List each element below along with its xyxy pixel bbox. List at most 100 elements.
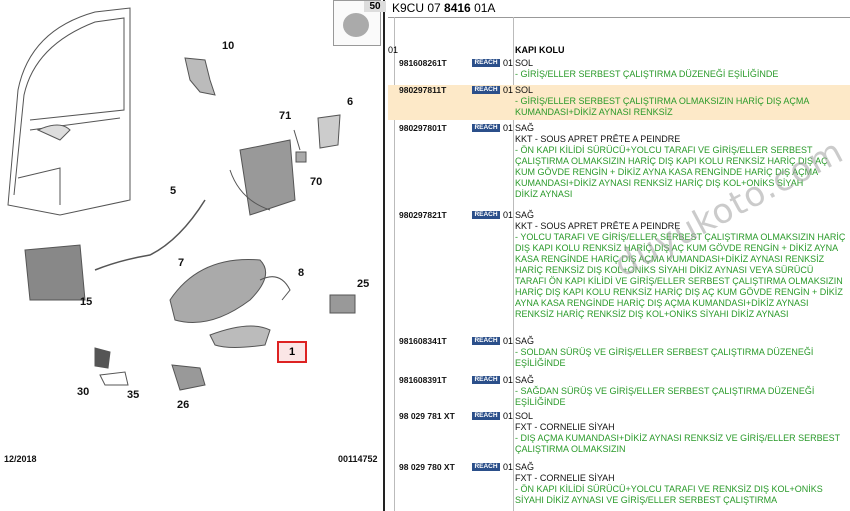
- part-number[interactable]: 98 029 780 XT: [399, 462, 455, 472]
- description-line: KASA RENGİNDE HARİÇ DIŞ AÇMA KUMANDASI+D…: [515, 254, 825, 264]
- callout-5[interactable]: 5: [170, 185, 177, 197]
- description-line: HARİÇ RENKSİZ DIŞ KOL+ONİKS SİYAHI DİKİZ…: [515, 265, 814, 275]
- quantity: 01: [503, 411, 514, 421]
- part-number[interactable]: 981608341T: [399, 336, 447, 346]
- thumb-number: 50: [364, 1, 386, 12]
- description-line: - ÖN KAPI KİLİDİ SÜRÜCÜ+YOLCU TARAFI VE …: [515, 484, 823, 494]
- reach-badge: REACH: [472, 59, 500, 67]
- reach-badge: REACH: [472, 412, 500, 420]
- callout-25[interactable]: 25: [357, 278, 370, 290]
- panel-header: 50 K9CU 07 8416 01A: [364, 0, 850, 18]
- quantity: 01: [503, 336, 514, 346]
- description-line: KUMANDASI+DİKİZ AYNASI RENKSİZ HARİÇ DIŞ…: [515, 178, 804, 188]
- description-line: RENKSİZ HARİÇ RENKSİZ DIŞ KOL+ONİKS SİYA…: [515, 309, 789, 319]
- reference-code: K9CU 07 8416 01A: [392, 1, 496, 15]
- part-number[interactable]: 981608391T: [399, 375, 447, 385]
- reach-badge: REACH: [472, 463, 500, 471]
- panel-divider: [383, 0, 385, 511]
- callout-70[interactable]: 70: [310, 176, 323, 188]
- callout-15[interactable]: 15: [80, 296, 93, 308]
- quantity: 01: [503, 210, 514, 220]
- level-row: 01 KAPI KOLU: [388, 45, 850, 56]
- callout-26[interactable]: 26: [177, 399, 190, 411]
- section-title: KAPI KOLU: [515, 45, 565, 55]
- description-line: KUMANDASI+DİKİZ AYNASI RENKSİZ: [515, 107, 673, 117]
- description-line: ÇALIŞTIRMA OLMAKSIZIN HARİÇ DIŞ KAPI KOL…: [515, 156, 828, 166]
- part-number[interactable]: 981608261T: [399, 58, 447, 68]
- parts-list-panel: 50 K9CU 07 8416 01A 01 KAPI KOLU 9816082…: [333, 0, 850, 511]
- description-line: EŞİLİĞİNDE: [515, 358, 566, 368]
- description-line: SİYAHI DİKİZ AYNASI VE GİRİŞ/ELLER SERBE…: [515, 495, 778, 505]
- description-line: ÇALIŞTIRMA OLMAKSIZIN: [515, 444, 626, 454]
- callout-7[interactable]: 7: [178, 257, 185, 269]
- description-line: SAĞ: [515, 123, 535, 133]
- description-line: SAĞ: [515, 336, 535, 346]
- part-number[interactable]: 980297801T: [399, 123, 447, 133]
- callout-1-highlighted[interactable]: 1: [277, 341, 307, 363]
- quantity: 01: [503, 85, 514, 95]
- reach-badge: REACH: [472, 376, 500, 384]
- quantity: 01: [503, 58, 514, 68]
- description-line: AYNA KASA RENGİNDE HARİÇ DIŞ AÇMA KUMAND…: [515, 298, 809, 308]
- part-number[interactable]: 980297811T: [399, 85, 447, 95]
- part-description: SAĞ- SOLDAN SÜRÜŞ VE GİRİŞ/ELLER SERBEST…: [515, 336, 850, 369]
- description-line: - SAĞDAN SÜRÜŞ VE GİRİŞ/ELLER SERBEST ÇA…: [515, 386, 815, 396]
- description-line: DIŞ KAPI KOLU RENKSİZ HARİÇ DIŞ AÇ KUM G…: [515, 243, 839, 253]
- description-line: - GİRİŞ/ELLER SERBEST ÇALIŞTIRMA DÜZENEĞ…: [515, 69, 779, 79]
- description-line: KKT - SOUS APRET PRÊTE A PEINDRE: [515, 221, 681, 231]
- description-line: - ÖN KAPI KİLİDİ SÜRÜCÜ+YOLCU TARAFI VE …: [515, 145, 813, 155]
- description-line: DİKİZ AYNASI: [515, 189, 573, 199]
- part-description: SAĞ- SAĞDAN SÜRÜŞ VE GİRİŞ/ELLER SERBEST…: [515, 375, 850, 408]
- description-line: SOL: [515, 58, 534, 68]
- description-line: - GİRİŞ/ELLER SERBEST ÇALIŞTIRMA OLMAKSI…: [515, 96, 810, 106]
- callout-6[interactable]: 6: [347, 96, 354, 108]
- description-line: - DIŞ AÇMA KUMANDASI+DİKİZ AYNASI RENKSİ…: [515, 433, 841, 443]
- callout-71[interactable]: 71: [279, 110, 292, 122]
- description-line: SAĞ: [515, 462, 535, 472]
- callout-10[interactable]: 10: [222, 40, 235, 52]
- description-line: EŞİLİĞİNDE: [515, 397, 566, 407]
- description-line: HARİÇ DIŞ KAPI KOLU RENKSİZ HARİÇ DIŞ AÇ…: [515, 287, 843, 297]
- description-line: FXT - CORNELIE SİYAH: [515, 473, 615, 483]
- description-line: SOL: [515, 411, 534, 421]
- part-description: SOL- GİRİŞ/ELLER SERBEST ÇALIŞTIRMA OLMA…: [515, 85, 850, 118]
- callout-35[interactable]: 35: [127, 389, 140, 401]
- part-number[interactable]: 980297821T: [399, 210, 447, 220]
- col-sep: [394, 17, 395, 511]
- description-line: SOL: [515, 85, 534, 95]
- callout-30[interactable]: 30: [77, 386, 90, 398]
- description-line: FXT - CORNELIE SİYAH: [515, 422, 615, 432]
- col-sep: [513, 17, 514, 511]
- part-thumbnail-icon: [343, 13, 369, 37]
- part-description: SOL- GİRİŞ/ELLER SERBEST ÇALIŞTIRMA DÜZE…: [515, 58, 850, 80]
- quantity: 01: [503, 375, 514, 385]
- level-number: 01: [388, 45, 399, 55]
- callout-8[interactable]: 8: [298, 267, 305, 279]
- part-number[interactable]: 98 029 781 XT: [399, 411, 455, 421]
- reach-badge: REACH: [472, 124, 500, 132]
- description-line: - YOLCU TARAFI VE GİRİŞ/ELLER SERBEST ÇA…: [515, 232, 846, 242]
- diagram-date: 12/2018: [4, 454, 37, 464]
- description-line: KUM GÖVDE RENGİN + DİKİZ AYNA KASA RENGİ…: [515, 167, 819, 177]
- diagram-code: 00114752: [338, 454, 378, 464]
- reach-badge: REACH: [472, 211, 500, 219]
- description-line: SAĞ: [515, 210, 535, 220]
- description-line: KKT - SOUS APRET PRÊTE A PEINDRE: [515, 134, 681, 144]
- quantity: 01: [503, 462, 514, 472]
- reach-badge: REACH: [472, 337, 500, 345]
- diagram-drawing: [7, 7, 356, 391]
- exploded-parts-diagram: 10 6 71 70 5 7 8 15 25 1 30 35 26 12/201…: [0, 0, 383, 511]
- quantity: 01: [503, 123, 514, 133]
